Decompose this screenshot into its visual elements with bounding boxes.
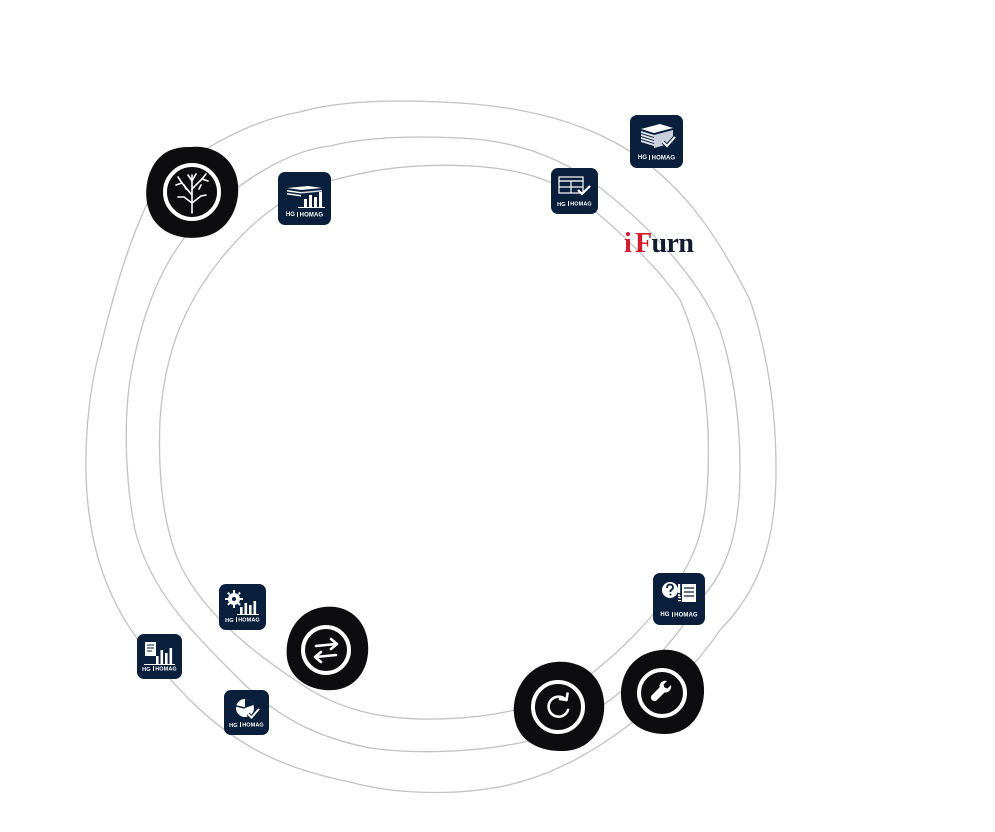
tile-caption-name: HOMAG: [570, 201, 592, 208]
outer-ring: [85, 100, 777, 794]
tree-icon: [175, 173, 209, 214]
tile-caption-mark: HG: [637, 155, 648, 162]
tree-hub-shape: [146, 146, 239, 238]
pie-chart-checkmark-icon: [236, 699, 261, 721]
tile-caption: HG HOMAG: [551, 201, 598, 208]
tile-caption-mark: HG: [142, 666, 151, 673]
saw-analytics-app[interactable]: HG HOMAG: [219, 584, 266, 630]
tile-caption-mark: HG: [285, 212, 296, 219]
document-bar-chart-icon: [144, 642, 175, 665]
storage-check-app[interactable]: HG HOMAG: [551, 168, 598, 214]
ifurn-logo-i: i: [624, 228, 632, 259]
tile-caption-name: HOMAG: [155, 666, 177, 673]
report-analytics-app[interactable]: HG HOMAG: [137, 634, 182, 679]
ifurn-logo-rest: urn: [651, 228, 694, 259]
refresh-hub[interactable]: [512, 660, 606, 753]
ifurn-logo[interactable]: i Furn: [624, 229, 696, 261]
tile-caption-name: HOMAG: [651, 155, 676, 162]
tree-hub[interactable]: [144, 145, 240, 240]
wrench-icon: [650, 680, 672, 702]
tile-caption-name: HOMAG: [299, 212, 324, 219]
pie-check-app[interactable]: HG HOMAG: [224, 690, 269, 735]
tile-caption: HG HOMAG: [224, 722, 269, 729]
question-checklist-icon: [662, 582, 696, 602]
tile-caption: HG HOMAG: [653, 611, 705, 619]
tile-caption-mark: HG: [229, 722, 238, 729]
tile-caption: HG HOMAG: [219, 617, 266, 624]
exchange-hub[interactable]: [284, 604, 370, 692]
tile-caption-mark: HG: [225, 617, 234, 624]
tile-caption: HG HOMAG: [137, 666, 182, 673]
saw-blade-bar-chart-icon: [225, 590, 259, 615]
panel-stack-checkmark-icon: [641, 124, 677, 149]
exchange-hub-shape: [286, 606, 369, 691]
ifurn-logo-f: F: [635, 228, 652, 259]
refresh-hub-shape: [513, 661, 605, 752]
tile-caption-name: HOMAG: [242, 722, 264, 729]
storage-checkmark-icon: [558, 176, 591, 196]
tile-caption-mark: HG: [660, 612, 670, 619]
tile-caption-name: HOMAG: [674, 612, 698, 619]
refresh-icon: [547, 692, 570, 718]
tile-caption-mark: HG: [557, 201, 566, 208]
help-checklist-app[interactable]: HG HOMAG: [653, 573, 705, 625]
middle-ring: [125, 136, 741, 753]
material-stack-bar-chart-icon: [287, 186, 325, 208]
swap-arrows-icon: [313, 637, 339, 664]
tile-caption-name: HOMAG: [238, 617, 260, 624]
ifurn-logo-text: Furn: [635, 228, 694, 259]
service-hub-shape: [621, 649, 705, 734]
service-hub[interactable]: [619, 648, 706, 736]
